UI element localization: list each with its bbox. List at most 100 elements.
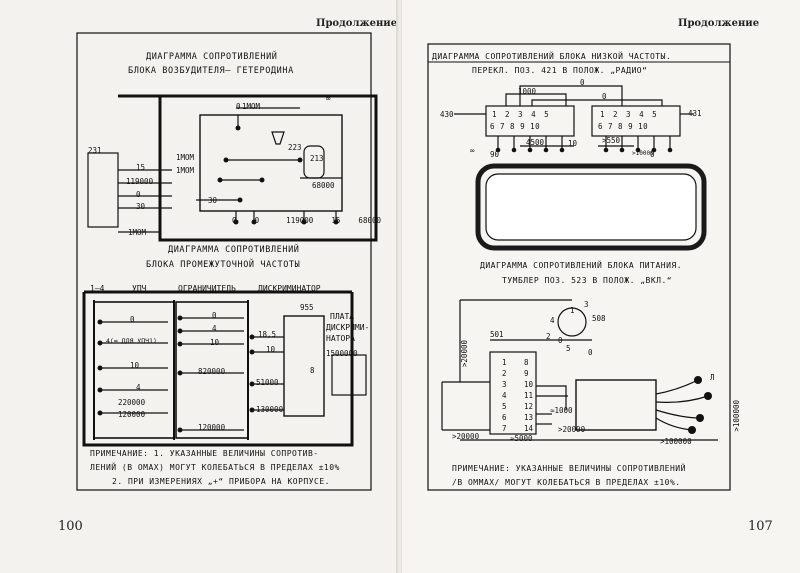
label-lf-0c: 0 bbox=[650, 150, 655, 159]
label-10000: >10000 bbox=[632, 150, 654, 157]
component-223 bbox=[271, 131, 285, 145]
lim-val-0: 0 bbox=[212, 311, 217, 320]
sock-pin-5: 5 bbox=[566, 344, 571, 353]
exciter-title-line1: ДИАГРАММА СОПРОТИВЛЕНИЙ bbox=[146, 52, 278, 62]
ps-transformer bbox=[575, 379, 657, 431]
ps-pin-8: 8 bbox=[524, 358, 529, 367]
right-note-line2: /В ОММАХ/ МОГУТ КОЛЕБАТЬСЯ В ПРЕДЕЛАХ ±1… bbox=[452, 478, 681, 487]
ps-pin-13: 13 bbox=[524, 413, 534, 422]
label-100000a: >100000 bbox=[660, 437, 692, 446]
upch-val-1: 4(∞ ДЛЯ УПЧ1) bbox=[106, 337, 157, 345]
section-label-1-4: 1—4 bbox=[90, 284, 105, 293]
if-title-line1: ДИАГРАММА СОПРОТИВЛЕНИЙ bbox=[168, 245, 300, 255]
lf-title-line1: ДИАГРАММА СОПРОТИВЛЕНИЙ БЛОКА НИЗКОЙ ЧАС… bbox=[432, 52, 672, 61]
discr-val-1: 18,5 bbox=[258, 330, 277, 339]
label-231: 231 bbox=[88, 146, 102, 155]
discr-board bbox=[283, 315, 325, 417]
label-ps-0b: 0 bbox=[588, 348, 593, 357]
socket-508 bbox=[557, 307, 587, 337]
upch-val-2: 10 bbox=[130, 361, 140, 370]
lim-val-4: 120000 bbox=[198, 423, 226, 432]
label-501: 501 bbox=[490, 330, 504, 339]
label-213: 213 bbox=[310, 154, 324, 163]
sock-pin-3: 3 bbox=[584, 300, 589, 309]
upch-val-3: 4 bbox=[136, 383, 141, 392]
left-frame bbox=[76, 32, 372, 491]
upch-val-4: 220000 bbox=[118, 398, 146, 407]
left-note-line2: ЛЕНИЙ (В ОМАХ) МОГУТ КОЛЕБАТЬСЯ В ПРЕДЕЛ… bbox=[90, 463, 340, 472]
label-0: 0 bbox=[136, 190, 141, 199]
sock-pin-2: 2 bbox=[546, 332, 551, 341]
right-page: Продолжение 107 ДИАГРАММА СОПРОТИВЛЕНИЙ … bbox=[402, 0, 800, 573]
right-header: Продолжение bbox=[678, 18, 760, 29]
ps-pin-10: 10 bbox=[524, 380, 534, 389]
left-note-line1: ПРИМЕЧАНИЕ: 1. УКАЗАННЫЕ ВЕЛИЧИНЫ СОПРОТ… bbox=[90, 449, 319, 458]
upch-val-0: 0 bbox=[130, 315, 135, 324]
section-label-discriminator: ДИСКРИМИНАТОР bbox=[258, 284, 321, 293]
label-68000: 68000 bbox=[312, 181, 335, 190]
label-lamp: Л bbox=[710, 373, 715, 382]
ps-pin-4: 4 bbox=[502, 391, 507, 400]
right-note-line1: ПРИМЕЧАНИЕ: УКАЗАННЫЕ ВЕЛИЧИНЫ СОПРОТИВЛ… bbox=[452, 464, 686, 473]
label-431: 431 bbox=[688, 109, 702, 118]
ps-pin-14: 14 bbox=[524, 424, 534, 433]
label-lf-0a: 0 bbox=[580, 78, 585, 87]
left-header: Продолжение bbox=[316, 18, 398, 29]
lf-connector-431 bbox=[591, 105, 681, 137]
label-lf-10: 10 bbox=[568, 139, 578, 148]
lf-pins-left: 1 2 3 4 5 bbox=[492, 110, 551, 119]
limiter-box bbox=[175, 301, 249, 439]
label-550: >550 bbox=[602, 136, 621, 145]
lf-connector-430 bbox=[485, 105, 575, 137]
label-15: 15 bbox=[136, 163, 146, 172]
right-frame bbox=[427, 43, 731, 491]
label-20000c: >20000 bbox=[558, 425, 586, 434]
right-page-number: 107 bbox=[748, 519, 773, 534]
discr-transformer bbox=[331, 354, 367, 396]
label-1000-ps: ≈1000 bbox=[550, 406, 573, 415]
ps-pin-11: 11 bbox=[524, 391, 534, 400]
connector-231 bbox=[87, 152, 119, 228]
label-223: 223 bbox=[288, 143, 302, 152]
left-schematics bbox=[76, 32, 378, 491]
left-page: Продолжение 100 ДИАГРАММА СОПРОТИВЛЕНИЙ … bbox=[0, 0, 398, 573]
left-page-number: 100 bbox=[58, 519, 83, 534]
discr-val-0: 955 bbox=[300, 303, 314, 312]
ps-title-line1: ДИАГРАММА СОПРОТИВЛЕНИЙ БЛОКА ПИТАНИЯ. bbox=[480, 261, 683, 270]
ps-pin-7: 7 bbox=[502, 424, 507, 433]
label-5000: ≈5000 bbox=[510, 434, 533, 443]
section-label-limiter: ОГРАНИЧИТЕЛЬ bbox=[178, 284, 236, 293]
label-lf-0b: 0 bbox=[602, 92, 607, 101]
label-1mom-a: 1МОМ bbox=[176, 153, 195, 162]
book-spine bbox=[396, 0, 404, 573]
label-20000b: >20000 bbox=[452, 432, 480, 441]
ps-pin-1: 1 bbox=[502, 358, 507, 367]
label-1000: 1000 bbox=[518, 87, 537, 96]
right-schematics bbox=[427, 43, 731, 491]
left-note-line3: 2. ПРИ ИЗМЕРЕНИЯХ „+“ ПРИБОРА НА КОРПУСЕ… bbox=[112, 477, 330, 486]
label-30: 30 bbox=[136, 202, 146, 211]
ps-pin-3: 3 bbox=[502, 380, 507, 389]
ps-pin-9: 9 bbox=[524, 369, 529, 378]
sock-pin-4: 4 bbox=[550, 316, 555, 325]
label-lf-inf: ∞ bbox=[470, 146, 475, 155]
lf-title-line2: ПЕРЕКЛ. ПОЗ. 421 В ПОЛОЖ. „РАДИО“ bbox=[472, 66, 648, 75]
discr-val-2: 10 bbox=[266, 345, 276, 354]
upch-val-5: 120000 bbox=[118, 410, 146, 419]
section-label-upch: УПЧ bbox=[132, 284, 147, 293]
ps-pin-6: 6 bbox=[502, 413, 507, 422]
label-1mom-b: 1МОМ bbox=[176, 166, 195, 175]
plate-label-2: ДИСКРИМИ- bbox=[326, 323, 370, 332]
lf-pins-right2: 6 7 8 9 10 bbox=[598, 122, 649, 131]
label-119000: 119000 bbox=[126, 177, 154, 186]
tube-213 bbox=[303, 145, 325, 179]
ps-pin-5: 5 bbox=[502, 402, 507, 411]
label-430: 430 bbox=[440, 110, 454, 119]
lf-pins-left2: 6 7 8 9 10 bbox=[490, 122, 541, 131]
exciter-title-line2: БЛОКА ВОЗБУДИТЕЛЯ— ГЕТЕРОДИНА bbox=[128, 66, 294, 76]
lf-chassis-outline bbox=[475, 163, 707, 251]
label-4500: 4500 bbox=[526, 138, 545, 147]
lf-pins-right: 1 2 3 4 5 bbox=[600, 110, 659, 119]
discr-val-3: 51000 bbox=[256, 378, 279, 387]
ps-pin-2: 2 bbox=[502, 369, 507, 378]
